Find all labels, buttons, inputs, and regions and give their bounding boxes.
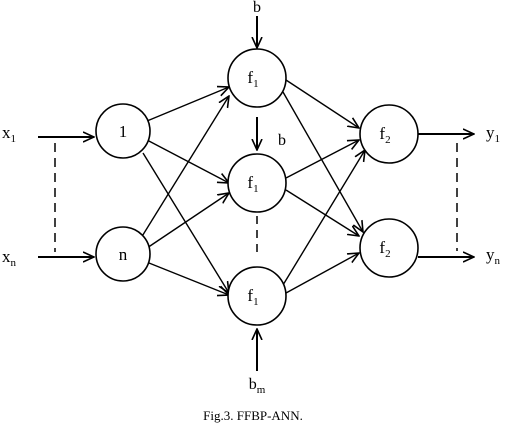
bias-label-bottom: bm	[249, 376, 266, 396]
hidden-node-3	[227, 266, 287, 326]
hidden-node-1-label: f1	[247, 68, 258, 90]
conn-inn-h1	[140, 96, 229, 239]
conn-h1-o2	[282, 91, 363, 232]
output-node-2	[359, 218, 419, 278]
hidden-node-2-label: f1	[247, 173, 258, 195]
output-label-1: y1	[486, 123, 500, 145]
input-node-1	[95, 103, 151, 159]
conn-h3-o1	[282, 150, 365, 286]
hidden-node-1	[227, 48, 287, 108]
conn-in1-h1	[146, 87, 229, 122]
conn-inn-h3	[148, 262, 229, 295]
conn-h1-o1	[285, 79, 359, 128]
hidden-node-3-label: f1	[247, 286, 258, 308]
conn-h2-o2	[285, 189, 359, 236]
input-node-1-label: 1	[119, 122, 128, 141]
input-label-1: x1	[2, 123, 16, 145]
figure-caption: Fig.3. FFBP-ANN.	[203, 408, 303, 423]
conn-h3-o2	[285, 253, 359, 294]
bias-label-middle: b	[278, 132, 286, 149]
conn-in1-h3	[142, 152, 229, 293]
output-node-2-label: f2	[379, 238, 390, 260]
output-node-1	[359, 104, 419, 164]
output-label-n: yn	[486, 245, 501, 267]
conn-inn-h2	[146, 193, 229, 249]
hidden-node-2	[227, 153, 287, 213]
input-node-n	[95, 226, 151, 282]
conn-h2-o1	[285, 140, 359, 179]
input-label-n: xn	[2, 247, 17, 269]
bias-label-top: b	[253, 0, 261, 16]
output-node-1-label: f2	[379, 124, 390, 146]
input-node-n-label: n	[119, 245, 128, 264]
